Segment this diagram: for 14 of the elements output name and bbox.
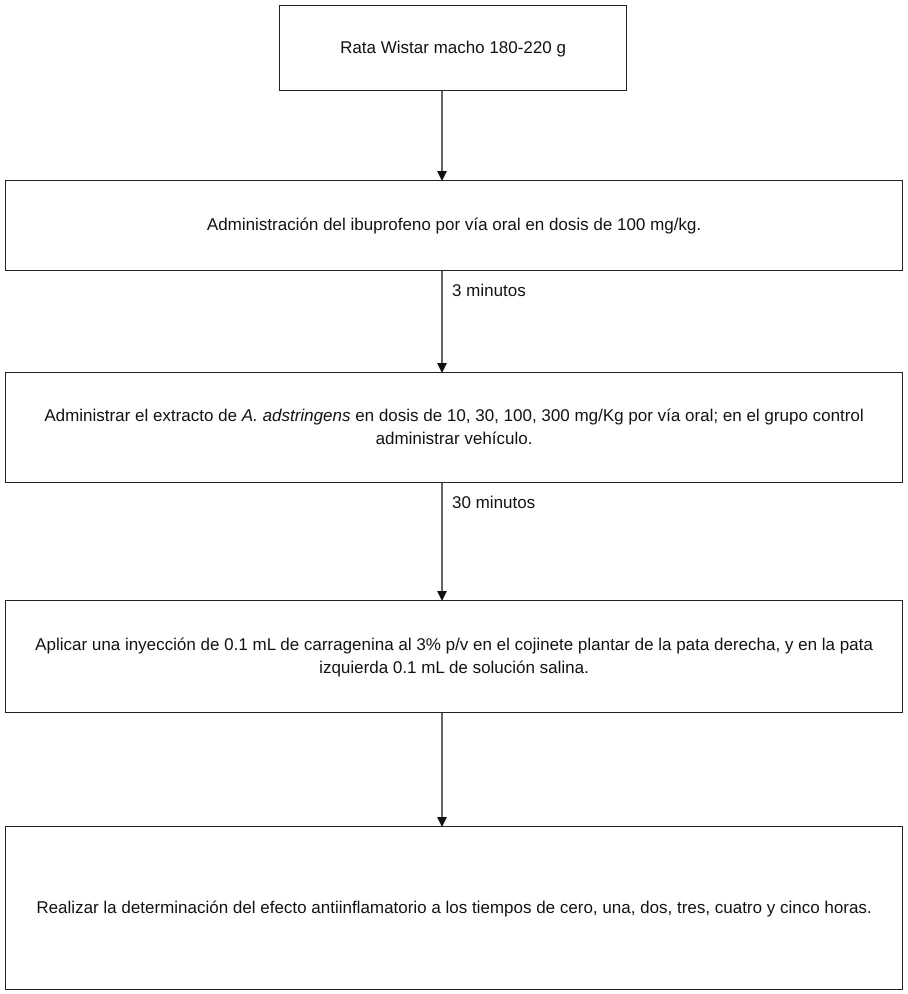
step-text: Aplicar una inyección de 0.1 mL de carragenina al 3% p/v en el cojinete plantar de la pata derecha, y en la pata izquierda 0.1 mL de solución salina. bbox=[34, 634, 874, 678]
process-box bbox=[5, 826, 903, 990]
arrow bbox=[437, 271, 447, 373]
arrow bbox=[437, 713, 447, 827]
step-text: Administración del ibuprofeno por vía oral en dosis de 100 mg/kg. bbox=[206, 214, 702, 236]
step-text: Realizar la determinación del efecto antiinflamatorio a los tiempos de cero, una, dos, tres, cuatro y cinco horas. bbox=[36, 896, 872, 919]
process-box bbox=[279, 5, 627, 91]
step-text: Administrar el extracto de A. adstringens en dosis de 10, 30, 100, 300 mg/Kg por vía oral; en el grupo control administrar vehículo. bbox=[43, 405, 865, 450]
process-box bbox=[5, 600, 903, 713]
arrow bbox=[437, 91, 447, 181]
arrow bbox=[437, 483, 447, 601]
step-text: Rata Wistar macho 180-220 g bbox=[340, 36, 566, 59]
process-box bbox=[5, 372, 903, 483]
process-box bbox=[5, 180, 903, 271]
